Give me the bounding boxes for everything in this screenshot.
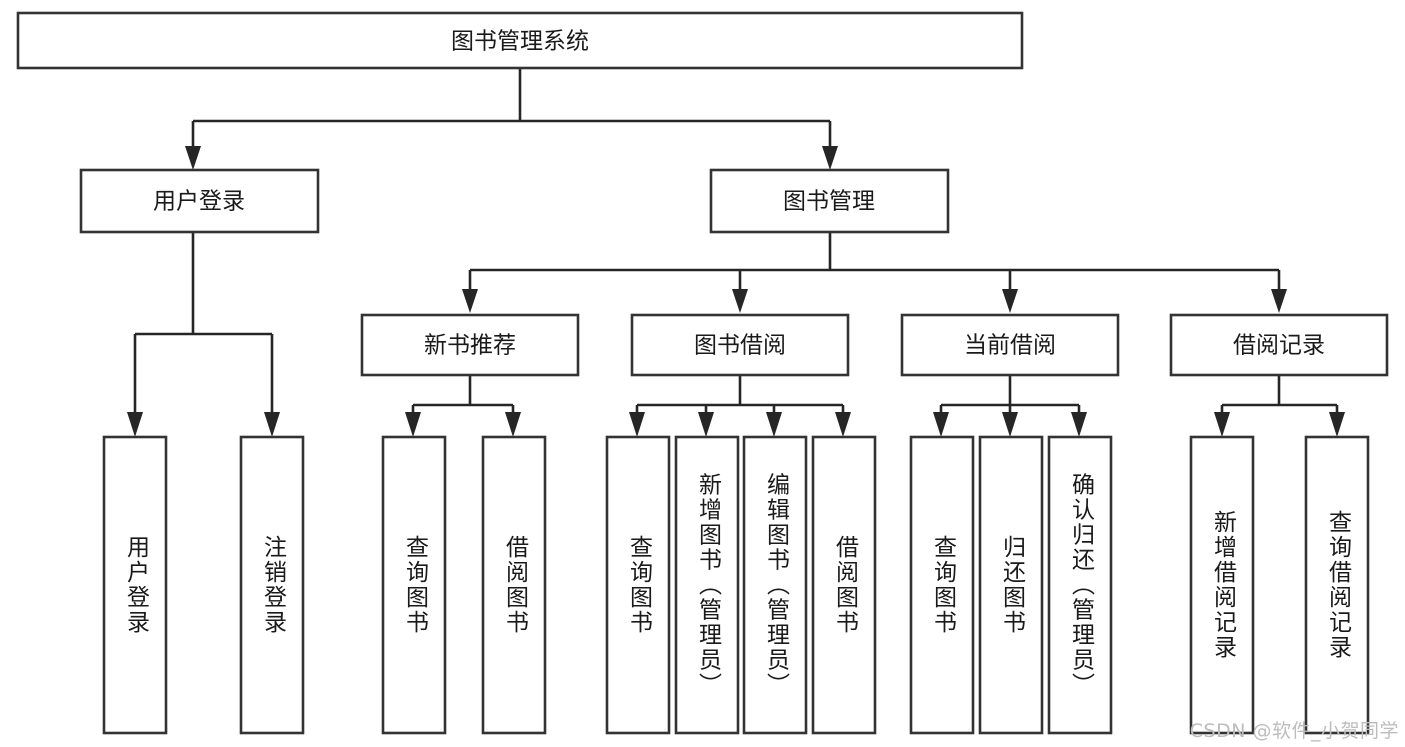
leaf-query-book-3-box[interactable] [909, 435, 975, 735]
node-leaf-borrow-book-2[interactable]: 借阅图书 [811, 435, 877, 735]
leaf-add-book-label: 新增图书（管理员） [695, 473, 723, 698]
root-label: 图书管理系统 [451, 29, 589, 55]
leaf-logout-box[interactable] [239, 435, 305, 735]
arrow-to-leaf-add-record [1214, 412, 1230, 437]
new-book-recommend-label: 新书推荐 [424, 333, 516, 359]
connector-layer [127, 68, 1345, 437]
node-leaf-borrow-book-1[interactable]: 借阅图书 [481, 435, 547, 735]
node-leaf-query-book-2[interactable]: 查询图书 [605, 435, 671, 735]
user-login-box[interactable] [79, 168, 320, 234]
leaf-query-book-1-label: 查询图书 [402, 535, 430, 635]
leaf-borrow-book-2-label: 借阅图书 [832, 535, 860, 635]
node-borrow-record[interactable]: 借阅记录 [1169, 313, 1389, 377]
arrow-to-leaf-add-book [698, 412, 714, 437]
leaf-user-login-label: 用户登录 [123, 535, 151, 635]
leaf-confirm-return-label: 确认归还（管理员） [1068, 473, 1096, 698]
leaf-edit-book-label: 编辑图书（管理员） [763, 473, 791, 698]
leaf-query-record-label: 查询借阅记录 [1325, 510, 1353, 660]
node-leaf-confirm-return[interactable]: 确认归还（管理员） [1047, 435, 1113, 735]
arrow-to-book-borrow [732, 289, 748, 313]
node-leaf-logout[interactable]: 注销登录 [239, 435, 305, 735]
leaf-borrow-book-1-label: 借阅图书 [502, 535, 530, 635]
arrow-to-leaf-borrow-book-1 [505, 412, 521, 437]
node-leaf-user-login[interactable]: 用户登录 [102, 435, 168, 735]
leaf-query-book-1-box[interactable] [381, 435, 447, 735]
node-leaf-query-book-1[interactable]: 查询图书 [381, 435, 447, 735]
node-book-borrow[interactable]: 图书借阅 [630, 313, 850, 377]
root-box[interactable] [16, 11, 1024, 70]
node-user-login[interactable]: 用户登录 [79, 168, 320, 234]
book-manage-label: 图书管理 [783, 189, 875, 215]
leaf-add-book-box[interactable] [674, 435, 740, 735]
leaf-user-login-box[interactable] [102, 435, 168, 735]
leaf-add-record-box[interactable] [1189, 435, 1255, 735]
arrow-to-leaf-borrow-book-2 [835, 412, 851, 437]
node-current-borrow[interactable]: 当前借阅 [900, 313, 1120, 377]
leaf-return-book-box[interactable] [978, 435, 1044, 735]
leaf-query-book-2-label: 查询图书 [626, 535, 654, 635]
book-borrow-box[interactable] [630, 313, 850, 377]
node-leaf-add-record[interactable]: 新增借阅记录 [1189, 435, 1255, 735]
arrow-to-leaf-query-book-2 [629, 412, 645, 437]
current-borrow-label: 当前借阅 [964, 333, 1056, 359]
borrow-record-box[interactable] [1169, 313, 1389, 377]
user-login-label: 用户登录 [153, 189, 245, 215]
leaf-add-record-label: 新增借阅记录 [1210, 510, 1238, 660]
arrow-to-leaf-query-book-1 [405, 412, 421, 437]
leaf-query-book-2-box[interactable] [605, 435, 671, 735]
arrow-to-leaf-confirm-return [1071, 412, 1087, 437]
arrow-to-leaf-return-book [1002, 412, 1018, 437]
node-leaf-query-record[interactable]: 查询借阅记录 [1304, 435, 1370, 735]
borrow-record-label: 借阅记录 [1233, 333, 1325, 359]
arrow-to-leaf-query-book-3 [933, 412, 949, 437]
arrow-to-leaf-logout [264, 412, 280, 437]
arrow-to-new-book-recommend [462, 289, 478, 313]
node-leaf-return-book[interactable]: 归还图书 [978, 435, 1044, 735]
arrow-to-user-login [185, 146, 201, 170]
node-new-book-recommend[interactable]: 新书推荐 [360, 313, 580, 377]
book-manage-box[interactable] [709, 168, 950, 234]
node-leaf-edit-book[interactable]: 编辑图书（管理员） [742, 435, 808, 735]
arrow-to-current-borrow [1002, 289, 1018, 313]
node-leaf-add-book[interactable]: 新增图书（管理员） [674, 435, 740, 735]
arrow-to-leaf-query-record [1329, 412, 1345, 437]
leaf-confirm-return-box[interactable] [1047, 435, 1113, 735]
arrow-to-book-manage [822, 146, 838, 170]
node-book-manage[interactable]: 图书管理 [709, 168, 950, 234]
new-book-recommend-box[interactable] [360, 313, 580, 377]
current-borrow-box[interactable] [900, 313, 1120, 377]
leaf-borrow-book-1-box[interactable] [481, 435, 547, 735]
leaf-return-book-label: 归还图书 [999, 535, 1027, 635]
book-borrow-label: 图书借阅 [694, 333, 786, 359]
arrow-to-borrow-record [1271, 289, 1287, 313]
leaf-edit-book-box[interactable] [742, 435, 808, 735]
node-leaf-query-book-3[interactable]: 查询图书 [909, 435, 975, 735]
leaf-logout-label: 注销登录 [260, 535, 288, 635]
arrow-to-leaf-edit-book [766, 412, 782, 437]
leaf-query-book-3-label: 查询图书 [930, 535, 958, 635]
leaf-query-record-box[interactable] [1304, 435, 1370, 735]
node-root[interactable]: 图书管理系统 [16, 11, 1024, 70]
leaf-borrow-book-2-box[interactable] [811, 435, 877, 735]
arrow-to-leaf-user-login [127, 412, 143, 437]
